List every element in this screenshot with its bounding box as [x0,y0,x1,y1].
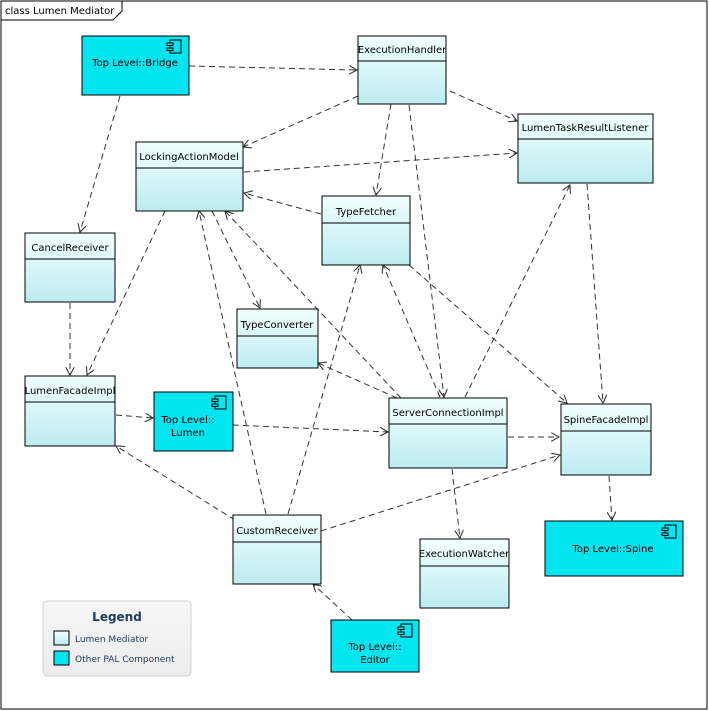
node-label-line1: Top Level:: [347,642,401,653]
node-label: SpineFacadeImpl [564,415,649,426]
node-server-connection-impl[interactable]: ServerConnectionImpl [388,397,508,469]
component-icon [166,39,182,54]
node-top-level-bridge[interactable]: Top Level::Bridge [81,35,190,96]
legend-swatch-pal [53,650,70,666]
node-label: LumenTaskResultListener [522,123,650,134]
node-label-line2: Lumen [171,428,205,439]
edge-execution-handler-to-server-connection [408,104,444,397]
node-label: LumenFacadeImpl [25,386,116,397]
legend-item-label: Other PAL Component [75,655,175,665]
edge-execution-handler-to-locking-action-model [243,95,359,147]
node-lumen-task-result-listener[interactable]: LumenTaskResultListener [517,113,654,184]
node-label: LockingActionModel [139,152,239,163]
node-locking-action-model[interactable]: LockingActionModel [135,141,244,212]
component-icon [211,395,227,410]
edge-custom-receiver-to-locking-action-model [199,211,267,515]
legend: Legend Lumen Mediator Other PAL Componen… [42,600,192,677]
node-custom-receiver[interactable]: CustomReceiver [232,514,322,585]
frame-title: class Lumen Mediator [5,6,115,17]
node-lumen-facade-impl[interactable]: LumenFacadeImpl [24,375,116,447]
edge-server-connection-to-task-result-listener [464,185,570,398]
edge-type-fetcher-to-spine-facade [408,264,567,403]
edge-editor-to-custom-receiver [313,584,353,621]
component-icon [661,524,677,539]
edge-server-connection-to-locking-action-model [225,211,402,399]
node-label: CancelReceiver [31,243,109,254]
node-label: ServerConnectionImpl [392,408,503,419]
node-type-converter[interactable]: TypeConverter [236,308,319,369]
edge-lumen-facade-to-lumen [115,415,153,418]
node-label: TypeFetcher [335,207,397,218]
edge-type-fetcher-to-locking-action-model [244,193,322,215]
legend-title: Legend [92,610,142,624]
node-type-fetcher[interactable]: TypeFetcher [321,195,411,266]
edge-execution-handler-to-task-result-listener [449,90,517,121]
component-icon [397,623,413,638]
node-top-level-editor[interactable]: Top Level:: Editor [330,619,420,673]
edge-custom-receiver-to-spine-facade [320,455,560,532]
edge-custom-receiver-to-lumen-facade [116,446,236,521]
node-label: TypeConverter [240,320,315,331]
node-cancel-receiver[interactable]: CancelReceiver [24,232,116,303]
edge-bridge-to-execution-handler [188,66,357,70]
edge-server-connection-to-type-fetcher [383,265,441,398]
node-top-level-spine[interactable]: Top Level::Spine [544,520,684,577]
edge-server-connection-to-execution-watcher [451,468,460,538]
edge-lumen-to-server-connection [232,424,388,432]
edge-server-connection-to-type-converter [318,363,398,399]
node-execution-watcher[interactable]: ExecutionWatcher [419,538,510,609]
edge-locking-action-model-to-type-converter [211,210,260,308]
edge-locking-action-model-to-lumen-facade [87,210,166,375]
node-spine-facade-impl[interactable]: SpineFacadeImpl [560,403,652,476]
edge-locking-action-model-to-task-result-listener [243,153,517,173]
edge-custom-receiver-to-type-fetcher [287,265,360,515]
node-label: ExecutionHandler [358,45,447,56]
legend-swatch-mediator [53,630,70,646]
node-label-line1: Top Level:: [160,415,214,426]
node-top-level-lumen[interactable]: Top Level:: Lumen [153,391,234,452]
edge-bridge-to-cancel-receiver [80,95,121,232]
node-execution-handler[interactable]: ExecutionHandler [357,35,447,105]
node-label: ExecutionWatcher [419,549,510,560]
node-label: CustomReceiver [236,526,318,537]
edge-task-result-listener-to-spine-facade [586,183,603,403]
node-label: Top Level::Spine [571,544,653,555]
node-label: Top Level::Bridge [91,58,178,69]
edge-execution-handler-to-type-fetcher [376,103,392,195]
legend-item-label: Lumen Mediator [75,635,148,645]
dependency-edges [70,66,612,621]
node-label-line2: Editor [360,655,390,666]
edge-spine-facade-to-spine [609,475,612,520]
